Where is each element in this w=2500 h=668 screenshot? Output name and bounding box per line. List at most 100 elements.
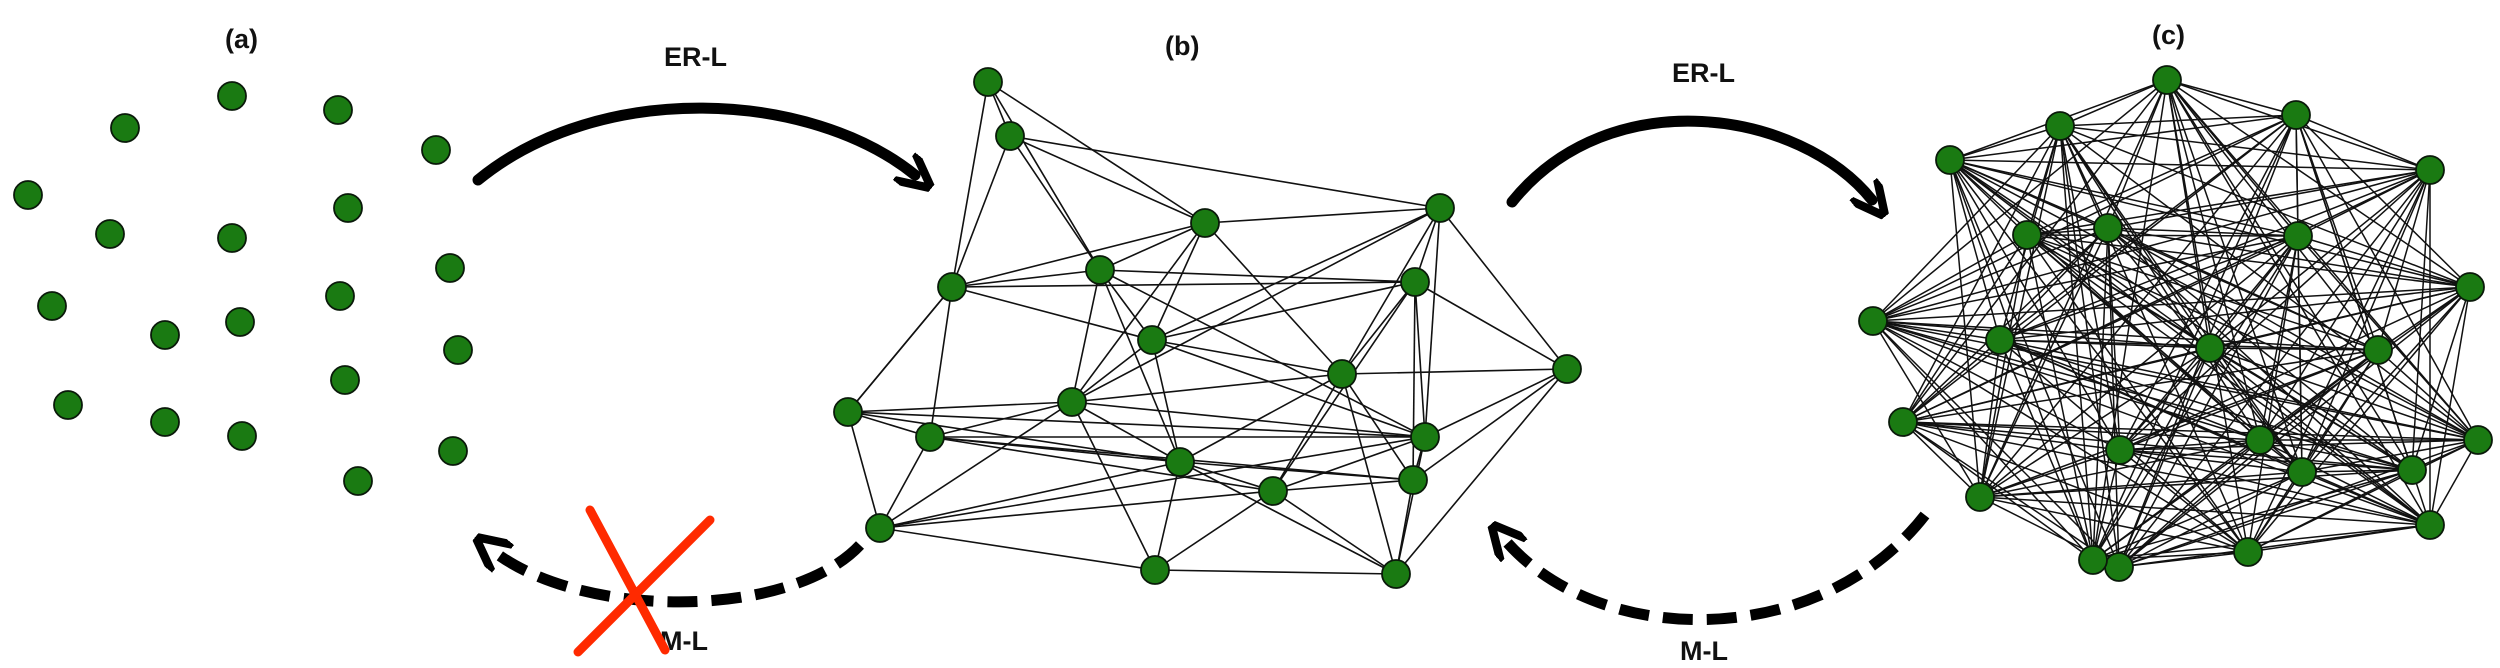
network-c-edge	[1999, 339, 2261, 441]
arrow-m-l-b-to-a	[492, 545, 865, 608]
network-c-edge	[1979, 471, 2303, 498]
network-c-node	[2195, 333, 2225, 363]
network-b-edge	[847, 401, 1073, 413]
network-c-edge	[2429, 439, 2479, 526]
network-b-edge	[1154, 461, 1181, 571]
network-b-edge	[1272, 479, 1414, 492]
network-c-edge	[1902, 421, 2249, 553]
network-c-edge	[1949, 159, 2479, 441]
network-c-edge	[1949, 159, 2001, 341]
network-c-edge	[2247, 235, 2299, 553]
network-c-edge	[2295, 114, 2471, 288]
network-b-edge	[1272, 490, 1397, 575]
network-c-edge	[1872, 320, 2379, 351]
network-b-edge	[879, 461, 1181, 529]
network-c-node	[2245, 425, 2275, 455]
network-c-edge	[2301, 439, 2479, 473]
network-a-nodes	[13, 81, 473, 496]
network-c-node	[2078, 545, 2108, 575]
network-a-node	[343, 466, 373, 496]
network-c-edge	[2107, 227, 2479, 441]
crossed-out-mark	[573, 505, 715, 657]
network-b-node	[1398, 465, 1428, 495]
network-c-edge	[1949, 159, 2299, 237]
network-c-node	[1858, 306, 1888, 336]
network-c-edge	[2092, 471, 2303, 561]
network-b-edge	[1099, 269, 1416, 283]
network-a-node	[53, 390, 83, 420]
network-a-node	[323, 95, 353, 125]
network-c-edge	[2107, 79, 2168, 229]
network-b-edge	[1179, 461, 1414, 481]
network-b-node	[865, 513, 895, 543]
network-c-edge	[2259, 439, 2413, 471]
network-b-node	[1190, 208, 1220, 238]
network-c-edge	[1999, 286, 2471, 341]
network-a-node	[227, 421, 257, 451]
network-c-edge	[1902, 421, 1981, 498]
network-c-node	[2415, 510, 2445, 540]
network-b-edge	[1099, 269, 1426, 438]
arrow-er-l-a-to-b	[472, 102, 915, 180]
network-c-edge	[2092, 524, 2431, 561]
network-a-node	[217, 81, 247, 111]
panel-b-label: (b)	[1165, 31, 1199, 61]
network-c-edge	[2247, 471, 2303, 553]
network-b-node	[1137, 325, 1167, 355]
network-c-edge	[2247, 524, 2431, 553]
network-c-edge	[1902, 349, 2379, 423]
arrow-er-l-b-to-c	[1506, 115, 1872, 202]
network-c-edge	[2247, 469, 2413, 553]
network-c-edge	[2119, 449, 2303, 473]
network-b-node	[1381, 559, 1411, 589]
network-c-edge	[1979, 449, 2121, 498]
network-c-edge	[2059, 125, 2249, 553]
network-c-edge	[2119, 114, 2297, 451]
network-c-edge	[1999, 339, 2413, 471]
network-c-edge	[2166, 79, 2303, 473]
network-b-edge	[1179, 461, 1397, 575]
network-c-edge	[2107, 227, 2379, 351]
network-b-edge	[1151, 207, 1441, 341]
network-c-node	[2093, 213, 2123, 243]
network-c-edge	[1979, 496, 2249, 553]
network-a-node	[421, 135, 451, 165]
network-c-edge	[1999, 235, 2299, 341]
network-c-edge	[1999, 114, 2297, 341]
network-b-edge	[1009, 135, 1441, 209]
network-c-edge	[2429, 286, 2471, 526]
network-b-edge	[847, 286, 953, 413]
network-c-edge	[2301, 471, 2431, 526]
network-c-node	[2287, 457, 2317, 487]
network-a-node	[438, 436, 468, 466]
network-c-edge	[2026, 234, 2299, 237]
network-c-nodes	[1858, 65, 2493, 582]
network-c-edge	[2107, 227, 2471, 288]
network-b-edge	[1071, 373, 1343, 403]
network-b-edge	[951, 269, 1101, 288]
network-c-edge	[2295, 114, 2431, 171]
network-c-edge	[1872, 125, 2061, 322]
network-b-edge	[1151, 339, 1343, 375]
network-b-edge	[879, 490, 1274, 529]
network-a-node	[225, 307, 255, 337]
network-b-edge	[951, 135, 1011, 288]
network-b-edge	[1154, 490, 1274, 571]
network-b-edge	[879, 527, 1156, 571]
network-b-nodes	[833, 67, 1582, 589]
network-b-node	[1085, 255, 1115, 285]
network-c-node	[2415, 155, 2445, 185]
network-a-node	[150, 320, 180, 350]
network-b-edge	[987, 81, 1206, 224]
network-b-node	[1400, 267, 1430, 297]
network-c-edge	[1872, 320, 1981, 498]
network-c-edge	[1999, 169, 2431, 341]
network-c-edge	[1949, 159, 2120, 568]
network-c-edge	[2059, 125, 2303, 473]
network-a-node	[110, 113, 140, 143]
network-b-node	[995, 121, 1025, 151]
network-b-edge	[847, 411, 881, 529]
network-c-edge	[1949, 114, 2297, 161]
network-c-edge	[2377, 349, 2479, 441]
network-a-node	[13, 180, 43, 210]
